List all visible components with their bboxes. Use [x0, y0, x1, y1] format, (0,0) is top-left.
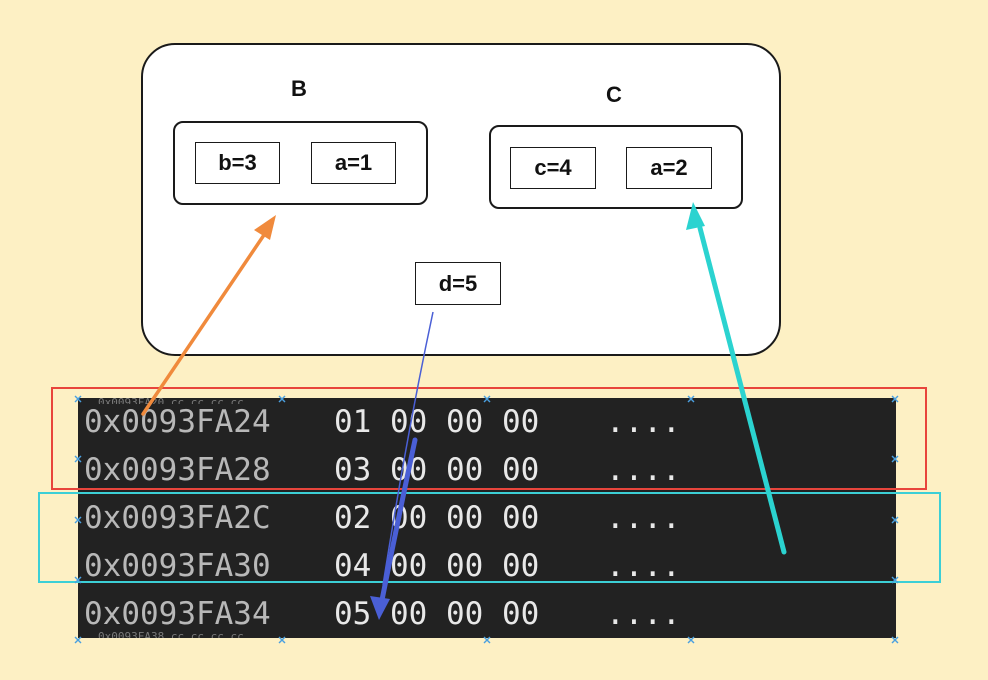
memory-row: 0x0093FA30 04 00 00 00.... [84, 542, 681, 590]
memory-ghost-bottom: 0x0093FA38 cc cc cc cc .... [98, 632, 277, 638]
memory-bytes: 04 00 00 00 [334, 548, 540, 584]
memory-row: 0x0093FA2C 02 00 00 00.... [84, 494, 681, 542]
selection-marker [891, 516, 899, 524]
memory-address: 0x0093FA34 [84, 596, 271, 632]
memory-bytes: 05 00 00 00 [334, 596, 540, 632]
memory-bytes: 03 00 00 00 [334, 452, 540, 488]
group-c-title: C [606, 82, 622, 107]
memory-address: 0x0093FA24 [84, 404, 271, 440]
selection-marker [891, 576, 899, 584]
arrow-to-group-b [141, 215, 276, 416]
selection-markers [74, 395, 899, 644]
selection-marker [891, 636, 899, 644]
cell-a2: a=2 [626, 147, 712, 189]
selection-marker [278, 636, 286, 644]
memory-panel: 0x0093FA20 cc cc cc cc .... 0x0093FA2401… [78, 398, 896, 638]
memory-address: 0x0093FA30 [84, 548, 271, 584]
cell-c4: c=4 [510, 147, 596, 189]
memory-ascii: .... [606, 596, 681, 632]
memory-ascii: .... [606, 452, 681, 488]
highlight-box-c [38, 492, 941, 583]
group-b-title: B [291, 76, 307, 101]
memory-ascii: .... [606, 404, 681, 440]
selection-marker [687, 395, 695, 403]
memory-row: 0x0093FA28 03 00 00 00.... [84, 446, 681, 494]
selection-marker [483, 395, 491, 403]
cell-a1: a=1 [311, 142, 396, 184]
selection-marker [483, 636, 491, 644]
arrow-to-group-c [686, 202, 787, 555]
memory-ghost-top: 0x0093FA20 cc cc cc cc .... [98, 398, 277, 404]
memory-address: 0x0093FA28 [84, 452, 271, 488]
selection-marker [74, 455, 82, 463]
selection-marker [74, 395, 82, 403]
selection-marker [74, 636, 82, 644]
memory-row: 0x0093FA34 05 00 00 00.... [84, 590, 681, 638]
cell-b3: b=3 [195, 142, 280, 184]
selection-marker [891, 395, 899, 403]
cell-d5: d=5 [415, 262, 501, 305]
selection-marker [74, 576, 82, 584]
memory-ascii: .... [606, 500, 681, 536]
memory-ascii: .... [606, 548, 681, 584]
selection-marker [74, 516, 82, 524]
selection-marker [278, 395, 286, 403]
memory-address: 0x0093FA2C [84, 500, 271, 536]
highlight-box-b [51, 387, 927, 490]
selection-marker [891, 455, 899, 463]
selection-marker [687, 636, 695, 644]
memory-bytes: 02 00 00 00 [334, 500, 540, 536]
arrow-to-d-row [370, 311, 434, 620]
